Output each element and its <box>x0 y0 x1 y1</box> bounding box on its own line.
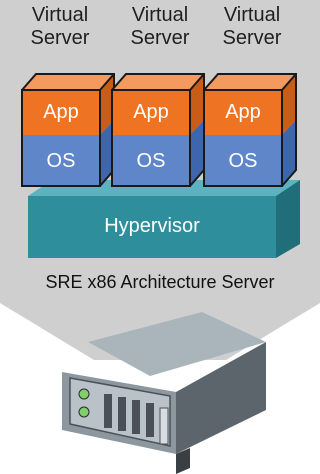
virtual-server-2-app-label: App <box>133 101 169 123</box>
virtual-server-1-os-label: OS <box>46 150 76 172</box>
virtual-server-3-label-line2: Server <box>222 27 282 49</box>
server-icon <box>62 312 266 474</box>
virtual-server-3-stack <box>203 73 297 187</box>
hypervisor-label: Hypervisor <box>104 215 200 237</box>
server-caption: SRE x86 Architecture Server <box>45 272 275 292</box>
virtual-server-2-label: Virtual Server <box>118 4 202 50</box>
virtual-server-1-label: Virtual Server <box>18 4 102 50</box>
virtual-server-1-label-line1: Virtual <box>31 4 89 26</box>
virtual-server-3-app-label: App <box>225 101 261 123</box>
virtual-server-3-os-label: OS <box>228 150 258 172</box>
virtual-server-3-label: Virtual Server <box>210 4 294 50</box>
virtual-server-2-stack <box>111 73 205 187</box>
virtual-server-2-os-label: OS <box>136 150 166 172</box>
virtual-server-2-label-line1: Virtual <box>131 4 189 26</box>
virtual-server-3-label-line1: Virtual <box>223 4 281 26</box>
virtual-server-1-app-label: App <box>43 101 79 123</box>
virtual-server-1-stack <box>21 73 115 187</box>
virtual-server-1-label-line2: Server <box>30 27 90 49</box>
virtual-server-2-label-line2: Server <box>130 27 190 49</box>
